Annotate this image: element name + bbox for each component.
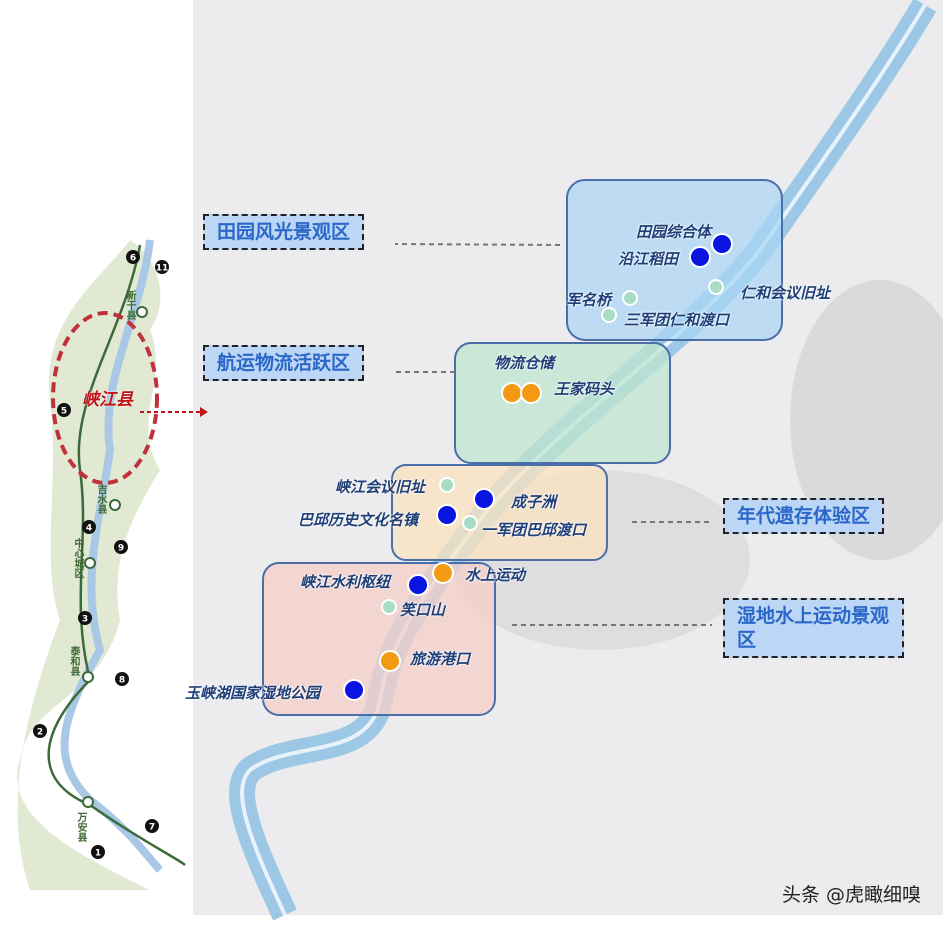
route-number-badge [155, 260, 169, 274]
route-number: 8 [119, 676, 125, 686]
poi-label: 王家码头 [554, 380, 615, 398]
route-number: 2 [37, 728, 43, 738]
county-label: 泰和县 [68, 646, 79, 676]
zone-label-wetland: 湿地水上运动景观区 [723, 598, 904, 658]
poi-marker-green[interactable] [462, 515, 478, 531]
poi-label: 峡江会议旧址 [335, 478, 426, 496]
poi-marker-orange[interactable] [501, 382, 523, 404]
route-number: 9 [118, 544, 124, 554]
poi-label: 水上运动 [465, 566, 526, 584]
route-number-badge [82, 520, 96, 534]
poi-label: 峡江水利枢纽 [300, 573, 391, 591]
watermark: 头条 @虎瞰细嗅 [781, 884, 921, 906]
highlight-ellipse [51, 311, 159, 485]
zone-area-wetland [262, 562, 496, 716]
poi-marker-green[interactable] [622, 290, 638, 306]
poi-label: 巴邱历史文化名镇 [298, 511, 419, 529]
inset-river [60, 239, 163, 873]
zone-area-pastoral [566, 179, 783, 341]
highlight-county-label: 峡江县 [82, 390, 133, 410]
inset-route [47, 244, 186, 866]
poi-marker-green[interactable] [708, 279, 724, 295]
poi-marker-blue[interactable] [711, 233, 733, 255]
poi-label: 三军团仁和渡口 [624, 311, 730, 329]
zone-label-pastoral: 田园风光景观区 [203, 214, 365, 250]
poi-label: 旅游港口 [410, 650, 471, 668]
poi-marker-blue[interactable] [407, 574, 429, 596]
poi-marker-orange[interactable] [379, 650, 401, 672]
poi-label: 田园综合体 [636, 223, 712, 241]
mountain-shade [790, 280, 943, 560]
poi-marker-orange[interactable] [520, 382, 542, 404]
town-marker [84, 557, 96, 569]
route-number-badge [114, 540, 128, 554]
poi-marker-blue[interactable] [436, 504, 458, 526]
county-label: 万安县 [75, 812, 86, 842]
poi-label: 笑口山 [400, 601, 446, 619]
poi-marker-orange[interactable] [432, 562, 454, 584]
poi-label: 玉峡湖国家湿地公园 [185, 684, 321, 702]
route-number-badge [91, 845, 105, 859]
route-number-badge [57, 403, 71, 417]
route-number: 11 [156, 264, 169, 274]
poi-marker-green[interactable] [381, 599, 397, 615]
poi-marker-green[interactable] [439, 477, 455, 493]
poi-marker-blue[interactable] [343, 679, 365, 701]
route-number-badge [145, 819, 159, 833]
route-number-badge [115, 672, 129, 686]
route-number-badge [126, 250, 140, 264]
arrow-head-icon [200, 407, 208, 417]
county-label: 新干县 [124, 290, 135, 320]
route-number-badge [33, 724, 47, 738]
route-number: 3 [82, 615, 88, 625]
town-marker [109, 499, 121, 511]
route-number: 5 [61, 407, 67, 417]
poi-marker-blue[interactable] [689, 246, 711, 268]
poi-marker-green[interactable] [601, 307, 617, 323]
route-number: 6 [130, 254, 136, 264]
zone-label-logistics: 航运物流活跃区 [203, 345, 365, 381]
zone-label-heritage: 年代遗存体验区 [723, 498, 885, 534]
route-number: 1 [95, 849, 101, 859]
poi-label: 沿江稻田 [618, 250, 679, 268]
county-label: 中心城区 [72, 538, 83, 578]
poi-label: 物流仓储 [494, 354, 555, 372]
poi-marker-blue[interactable] [473, 488, 495, 510]
route-number-badge [78, 611, 92, 625]
town-marker [82, 671, 94, 683]
route-number: 7 [149, 823, 155, 833]
route-number: 4 [86, 524, 92, 534]
town-marker [136, 306, 148, 318]
leader-line [394, 243, 561, 246]
county-label: 吉水县 [95, 484, 106, 514]
town-marker [82, 796, 94, 808]
poi-label: 成子洲 [511, 493, 557, 511]
poi-label: 军名桥 [566, 291, 612, 309]
poi-label: 仁和会议旧址 [740, 284, 831, 302]
zone-area-logistics [454, 342, 671, 464]
poi-label: 一军团巴邱渡口 [481, 521, 587, 539]
